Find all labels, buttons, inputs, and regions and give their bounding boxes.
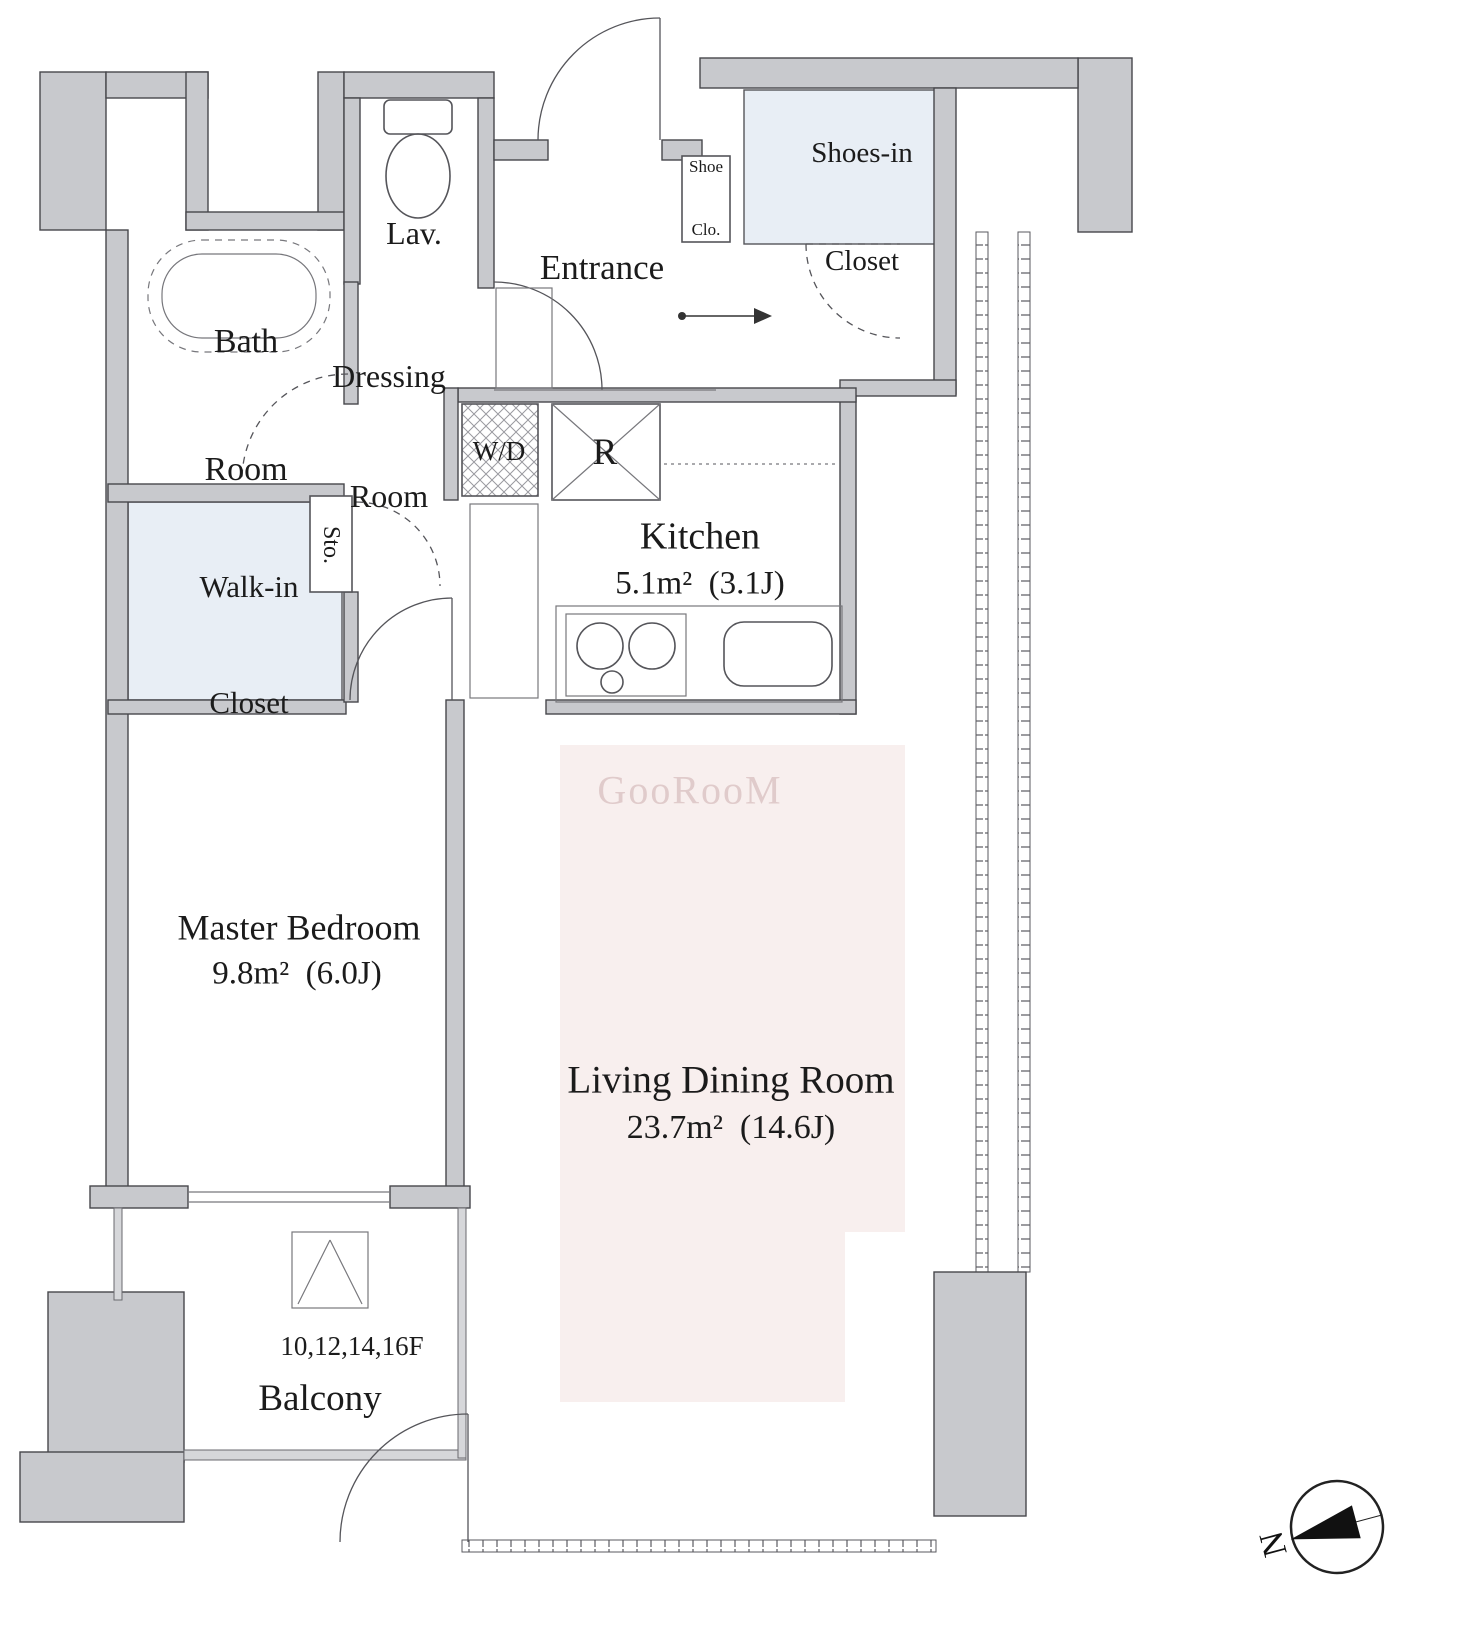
walls bbox=[19, 57, 1133, 1523]
lav-label: Lav. bbox=[386, 215, 442, 251]
living-dining-label: Living Dining Room bbox=[567, 1058, 895, 1102]
entry-door-arc bbox=[537, 17, 661, 141]
bath-room-label-line1: Bath bbox=[213, 323, 279, 360]
kitchen-area-label: 5.1m² (3.1J) bbox=[615, 565, 785, 602]
walk-in-closet-label-line1: Walk-in bbox=[199, 568, 299, 604]
bath-room-label-line2: Room bbox=[204, 450, 288, 488]
walk-in-closet-label: Walk-in Closet bbox=[199, 490, 298, 800]
storage-label: Sto. bbox=[318, 525, 344, 565]
escape-hatch-icon bbox=[291, 1231, 369, 1309]
hall-door-arc bbox=[493, 281, 603, 391]
bathtub-icon bbox=[147, 239, 331, 353]
storage-door-arc bbox=[355, 501, 441, 587]
living-dining-area-label: 23.7m² (14.6J) bbox=[626, 1108, 836, 1146]
dressing-room-label-line1: Dressing bbox=[332, 358, 446, 394]
dressing-room-label: Dressing Room bbox=[332, 276, 446, 596]
refrigerator-label: R bbox=[592, 431, 618, 473]
shoe-closet-label: Shoe Clo. bbox=[689, 113, 723, 283]
shoes-in-closet-label-line1: Shoes-in bbox=[811, 136, 913, 169]
washer-dryer-label: W/D bbox=[472, 436, 526, 467]
watermark: GooRooM bbox=[597, 767, 783, 813]
shoes-in-closet-label-line2: Closet bbox=[824, 245, 900, 278]
dressing-room-label-line2: Room bbox=[349, 478, 429, 514]
entrance-arrow bbox=[678, 308, 772, 324]
compass-needle-icon bbox=[1290, 1505, 1361, 1540]
master-bedroom-label: Master Bedroom bbox=[177, 907, 421, 948]
master-bedroom-area-label: 9.8m² (6.0J) bbox=[212, 955, 382, 992]
balcony-walls bbox=[113, 1207, 467, 1461]
compass-n-label: N bbox=[1253, 1527, 1295, 1560]
shoe-closet-box bbox=[681, 155, 731, 243]
sink-icon bbox=[723, 621, 833, 687]
shoes-in-closet-label: Shoes-in Closet bbox=[811, 62, 913, 352]
balcony-label: Balcony bbox=[258, 1377, 382, 1419]
bath-room-label: Bath Room bbox=[204, 236, 287, 576]
floor-fills bbox=[127, 89, 937, 1402]
window-ticks bbox=[461, 231, 1031, 1553]
storage-box bbox=[309, 495, 353, 593]
balcony-floors-label: 10,12,14,16F bbox=[280, 1331, 424, 1362]
toilet-icon bbox=[383, 99, 453, 219]
shoes-closet-door-arc bbox=[805, 243, 901, 339]
shoe-closet-label-line1: Shoe bbox=[689, 156, 723, 176]
kitchen-counter bbox=[555, 605, 843, 703]
refrigerator-box bbox=[551, 403, 661, 501]
bath-door-arc bbox=[241, 373, 349, 481]
entrance-label: Entrance bbox=[539, 248, 665, 288]
corridor-cabinet bbox=[469, 503, 539, 699]
bedroom-door-arc bbox=[349, 597, 453, 701]
walk-in-closet-label-line2: Closet bbox=[209, 684, 289, 720]
entrance-step bbox=[494, 287, 716, 391]
balcony-door-arc bbox=[339, 1413, 469, 1543]
kitchen-label: Kitchen bbox=[639, 515, 761, 558]
bedroom-window bbox=[188, 1191, 390, 1203]
stove-icon bbox=[565, 613, 687, 697]
shoe-closet-label-line2: Clo. bbox=[691, 220, 721, 240]
compass: N bbox=[1253, 1479, 1385, 1575]
washer-dryer-box bbox=[461, 403, 539, 497]
